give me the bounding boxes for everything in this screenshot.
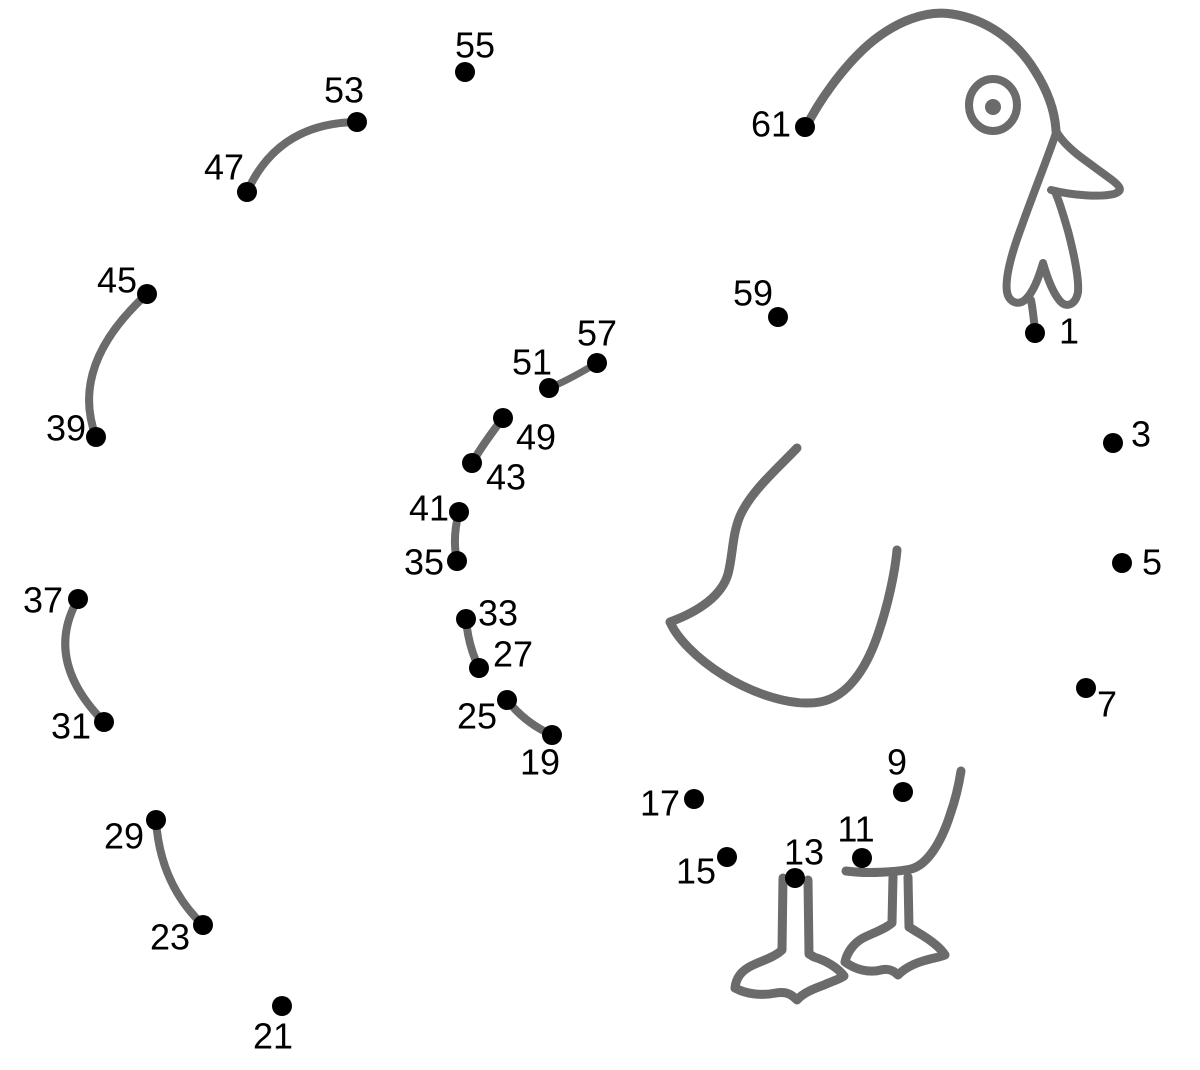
dot-label-9: 9 xyxy=(887,742,907,783)
dots-layer xyxy=(68,62,1132,1016)
dot-label-43: 43 xyxy=(486,457,526,498)
dot-25[interactable] xyxy=(497,690,517,710)
dot-51[interactable] xyxy=(539,378,559,398)
dot-39[interactable] xyxy=(86,427,106,447)
dot-49[interactable] xyxy=(493,408,513,428)
dot-label-19: 19 xyxy=(520,742,560,783)
dot-1[interactable] xyxy=(1025,323,1045,343)
dot-label-35: 35 xyxy=(404,542,444,583)
dot-label-25: 25 xyxy=(457,696,497,737)
dot-41[interactable] xyxy=(449,502,469,522)
predrawn-segment-37-31 xyxy=(61,595,108,726)
dot-33[interactable] xyxy=(456,609,476,629)
dot-29[interactable] xyxy=(146,810,166,830)
predrawn-segments-layer xyxy=(61,118,601,929)
dot-label-21: 21 xyxy=(253,1016,293,1057)
dot-label-51: 51 xyxy=(512,342,552,383)
dot-label-57: 57 xyxy=(577,313,617,354)
dot-label-13: 13 xyxy=(784,832,824,873)
dot-17[interactable] xyxy=(684,789,704,809)
dot-label-29: 29 xyxy=(104,816,144,857)
dot-label-1: 1 xyxy=(1059,311,1079,352)
beak-art xyxy=(1047,127,1124,200)
dot-37[interactable] xyxy=(68,589,88,609)
labels-layer: 1357911131517192123252729313335373941434… xyxy=(23,25,1162,1057)
dot-label-45: 45 xyxy=(97,260,137,301)
eye-ring-art xyxy=(965,75,1021,135)
dot-label-49: 49 xyxy=(516,417,556,458)
dot-11[interactable] xyxy=(852,848,872,868)
left-foot-art xyxy=(730,873,849,1005)
dot-label-37: 37 xyxy=(23,580,63,621)
dot-21[interactable] xyxy=(272,996,292,1016)
dot-label-11: 11 xyxy=(837,809,874,850)
dot-13[interactable] xyxy=(785,868,805,888)
dot-label-47: 47 xyxy=(204,147,244,188)
dot-43[interactable] xyxy=(462,453,482,473)
artwork-layer xyxy=(665,8,1124,1005)
dot-label-33: 33 xyxy=(478,593,518,634)
dot-53[interactable] xyxy=(347,112,367,132)
dot-label-55: 55 xyxy=(455,25,495,66)
dot-9[interactable] xyxy=(893,782,913,802)
dot-7[interactable] xyxy=(1076,678,1096,698)
dot-5[interactable] xyxy=(1112,553,1132,573)
dot-label-53: 53 xyxy=(324,70,364,111)
dot-label-17: 17 xyxy=(640,783,680,824)
dot-23[interactable] xyxy=(193,915,213,935)
dot-label-27: 27 xyxy=(493,634,533,675)
dot-label-15: 15 xyxy=(676,851,716,892)
dot-35[interactable] xyxy=(447,551,467,571)
dot-label-23: 23 xyxy=(150,917,190,958)
dot-57[interactable] xyxy=(587,353,607,373)
dot-label-61: 61 xyxy=(751,104,791,145)
dot-31[interactable] xyxy=(94,712,114,732)
dot-45[interactable] xyxy=(137,284,157,304)
right-foot-art xyxy=(840,872,950,980)
predrawn-segment-29-23 xyxy=(152,816,207,929)
predrawn-segment-45-39 xyxy=(85,290,151,441)
dot-59[interactable] xyxy=(768,307,788,327)
dot-47[interactable] xyxy=(237,182,257,202)
dot-label-7: 7 xyxy=(1097,684,1117,725)
dot-label-5: 5 xyxy=(1142,542,1162,583)
right-foot-top-sweep-art xyxy=(841,766,966,877)
wattle-art xyxy=(1002,129,1083,309)
dot-label-41: 41 xyxy=(409,488,449,529)
predrawn-segment-47-53 xyxy=(243,118,361,196)
dot-15[interactable] xyxy=(717,847,737,867)
dot-27[interactable] xyxy=(469,658,489,678)
dot-19[interactable] xyxy=(542,725,562,745)
dot-label-3: 3 xyxy=(1131,414,1151,455)
dot-label-39: 39 xyxy=(46,408,86,449)
dot-label-31: 31 xyxy=(51,706,91,747)
eye-pupil-art xyxy=(985,99,1001,115)
dot-55[interactable] xyxy=(455,62,475,82)
dot-61[interactable] xyxy=(795,117,815,137)
dot-3[interactable] xyxy=(1103,433,1123,453)
head-outline-art xyxy=(801,8,1061,136)
dot-label-59: 59 xyxy=(733,273,773,314)
wing-art xyxy=(665,443,902,708)
